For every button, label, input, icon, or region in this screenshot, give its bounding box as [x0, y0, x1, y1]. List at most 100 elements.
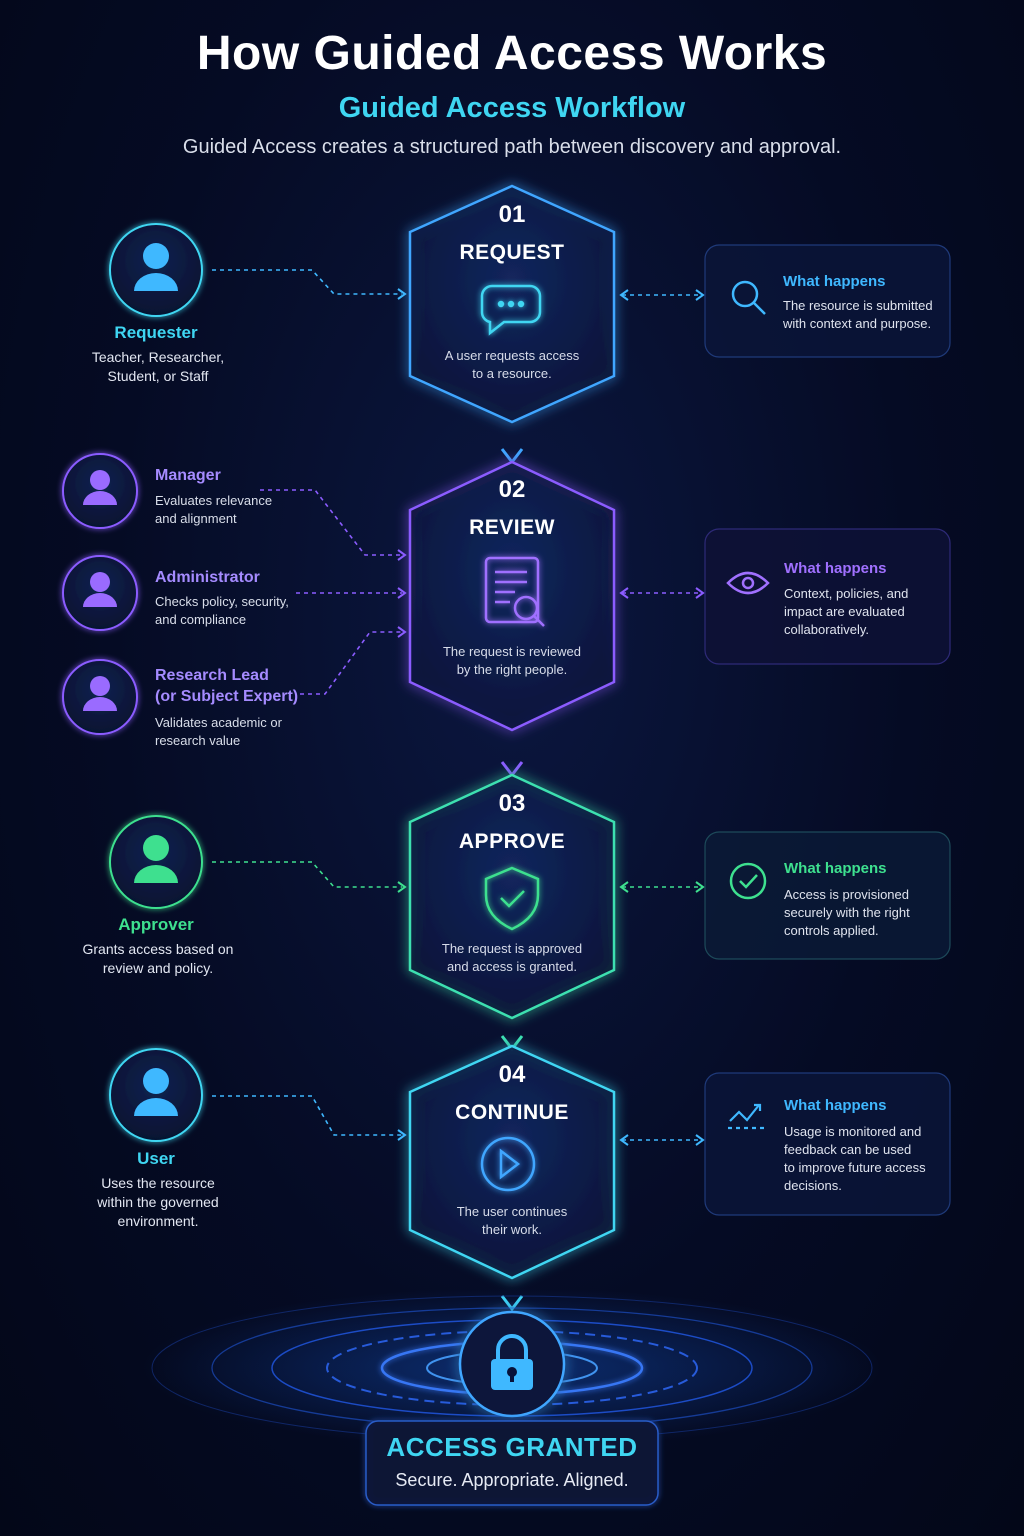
requester-connector	[212, 269, 402, 295]
user-description: Uses the resource within the governed en…	[56, 1174, 260, 1231]
step-description-line: their work.	[482, 1222, 542, 1237]
card-description: The resource is submitted with context a…	[783, 297, 943, 333]
step-name: CONTINUE	[455, 1101, 569, 1124]
reviewer-description-line: Evaluates relevance	[155, 493, 273, 508]
step-connector-3	[500, 1018, 524, 1052]
info-card-review	[704, 528, 951, 665]
card-title: What happens	[784, 1097, 887, 1114]
step-description-line: A user requests access	[444, 348, 580, 363]
requester-avatar	[109, 223, 203, 317]
card-description-line: to improve future access	[784, 1160, 926, 1175]
lock-icon	[491, 1334, 533, 1390]
administrator-avatar	[62, 555, 138, 631]
step-name: REVIEW	[469, 516, 555, 539]
manager-connector	[260, 489, 402, 556]
step-number: 01	[498, 201, 526, 228]
step-description-line: and access is granted.	[446, 959, 578, 974]
actor-description-line: Uses the resource	[101, 1175, 215, 1191]
manager-description: Evaluates relevance and alignment	[155, 492, 272, 528]
chat-bubble-icon	[480, 284, 542, 336]
access-granted-panel	[365, 1420, 659, 1506]
actor-description-line: review and policy.	[102, 960, 214, 976]
card-description-line: securely with the right	[784, 905, 910, 920]
actor-description-line: Teacher, Researcher,	[91, 349, 225, 365]
step-description-line: The request is approved	[441, 941, 583, 956]
actor-description-line: within the governed	[97, 1194, 219, 1210]
step-connector-1	[500, 422, 524, 465]
card-description-line: Usage is monitored and	[784, 1124, 922, 1139]
requester-name: Requester	[114, 323, 198, 342]
step-name: APPROVE	[458, 830, 566, 853]
card-description-line: Context, policies, and	[784, 586, 909, 601]
step-description: The user continues their work.	[412, 1203, 612, 1239]
card-description-line: collaboratively.	[784, 622, 870, 637]
step-continue: 04 CONTINUE	[412, 1061, 612, 1125]
step-hexagon-continue	[408, 1044, 616, 1280]
approver-name: Approver	[118, 915, 194, 934]
reviewer-description-line: and alignment	[155, 511, 237, 526]
play-icon	[480, 1136, 536, 1192]
step-approve: 03 APPROVE	[412, 790, 612, 854]
trend-chart-icon	[728, 1103, 766, 1130]
actor-description-line: Grants access based on	[82, 941, 234, 957]
actor-description-line: Student, or Staff	[107, 368, 209, 384]
eye-icon	[726, 571, 770, 595]
reviewer-description-line: and compliance	[155, 612, 247, 627]
page-title: How Guided Access Works	[196, 27, 828, 80]
info-card-continue	[704, 1072, 951, 1216]
card-title: What happens	[784, 560, 887, 577]
info-card-request	[704, 244, 951, 358]
card-description-line: impact are evaluated	[784, 604, 905, 619]
page-tagline: Guided Access creates a structured path …	[182, 136, 842, 158]
requester-description: Teacher, Researcher, Student, or Staff	[56, 348, 260, 386]
step-number: 04	[498, 1061, 526, 1088]
step-number: 03	[498, 790, 526, 817]
user-connector	[212, 1095, 402, 1136]
manager-name: Manager	[155, 467, 221, 484]
step-number: 02	[498, 476, 526, 503]
approver-description: Grants access based on review and policy…	[46, 940, 270, 978]
administrator-name: Administrator	[155, 569, 260, 586]
card-description-line: with context and purpose.	[783, 316, 932, 331]
document-search-icon	[484, 556, 545, 627]
reviewer-description-line: Checks policy, security,	[155, 594, 289, 609]
card-description: Access is provisioned securely with the …	[784, 886, 944, 940]
access-granted-title: ACCESS GRANTED	[386, 1432, 638, 1462]
user-name: User	[137, 1149, 175, 1168]
step-connector-2	[500, 730, 524, 778]
reviewer-description-line: Validates academic or	[155, 715, 282, 730]
step-description-line: by the right people.	[456, 662, 568, 677]
card-description-line: Access is provisioned	[784, 887, 909, 902]
administrator-description: Checks policy, security, and compliance	[155, 593, 289, 629]
step-hexagon-review	[408, 460, 616, 732]
shield-check-icon	[484, 866, 540, 931]
step-name: REQUEST	[459, 241, 565, 264]
step-description: A user requests access to a resource.	[412, 347, 612, 383]
card-description: Usage is monitored and feedback can be u…	[784, 1123, 944, 1195]
user-avatar	[109, 1048, 203, 1142]
step-description: The request is reviewed by the right peo…	[412, 643, 612, 679]
reviewer-name-line: (or Subject Expert)	[155, 688, 299, 705]
research-lead-avatar	[62, 659, 138, 735]
access-granted-subtitle: Secure. Appropriate. Aligned.	[395, 1470, 629, 1490]
step-hexagon-approve	[408, 773, 616, 1020]
search-icon	[731, 280, 766, 315]
info-card-approve	[704, 831, 951, 960]
step-description-line: The request is reviewed	[442, 644, 581, 659]
reviewer-name-line: Research Lead	[155, 667, 269, 684]
card-description-line: decisions.	[784, 1178, 842, 1193]
reviewer-description-line: research value	[155, 733, 241, 748]
check-circle-icon	[729, 862, 767, 900]
research-lead-description: Validates academic or research value	[155, 714, 282, 750]
step-review: 02 REVIEW	[412, 476, 612, 540]
manager-avatar	[62, 453, 138, 529]
approver-connector	[212, 861, 402, 888]
card-description: Context, policies, and impact are evalua…	[784, 585, 944, 639]
step-description: The request is approved and access is gr…	[412, 940, 612, 976]
research-lead-name: Research Lead (or Subject Expert)	[155, 665, 298, 707]
card-title: What happens	[784, 860, 887, 877]
card-description-line: feedback can be used	[784, 1142, 912, 1157]
actor-description-line: environment.	[117, 1213, 199, 1229]
page-subtitle: Guided Access Workflow	[338, 92, 686, 124]
